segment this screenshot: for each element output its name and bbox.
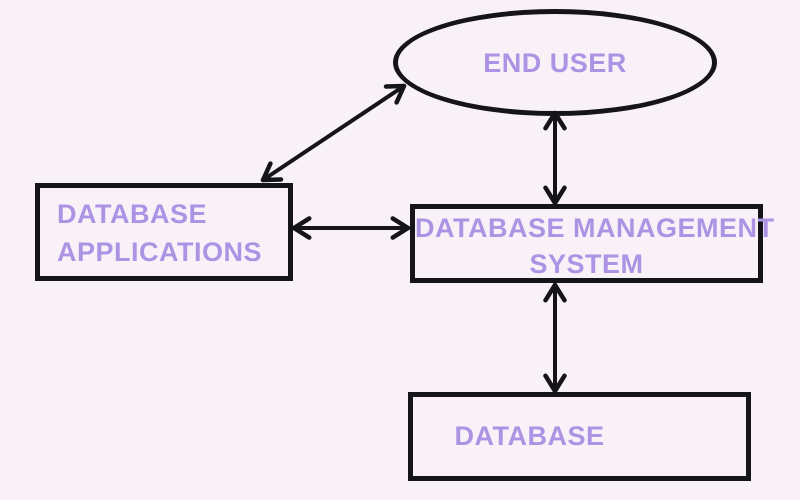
dbms-label-line1: DATABASE MANAGEMENT bbox=[415, 213, 775, 243]
arrow-database-applications--dbms bbox=[291, 216, 411, 240]
database-node: DATABASE bbox=[408, 392, 751, 481]
arrow-end-user--database-applications bbox=[260, 83, 407, 183]
end-user-label: END USER bbox=[483, 48, 627, 78]
database-applications-label-line2: APPLICATIONS bbox=[57, 237, 263, 267]
end-user-node: END USER bbox=[393, 9, 717, 116]
database-label: DATABASE bbox=[454, 421, 605, 451]
database-applications-node: DATABASE APPLICATIONS bbox=[35, 183, 293, 281]
arrow-dbms--database bbox=[543, 282, 567, 394]
database-applications-label-line1: DATABASE bbox=[57, 199, 207, 229]
arrow-end-user--dbms bbox=[543, 110, 567, 206]
dbms-node: DATABASE MANAGEMENT SYSTEM bbox=[410, 204, 775, 283]
dbms-label-line2: SYSTEM bbox=[529, 249, 644, 279]
